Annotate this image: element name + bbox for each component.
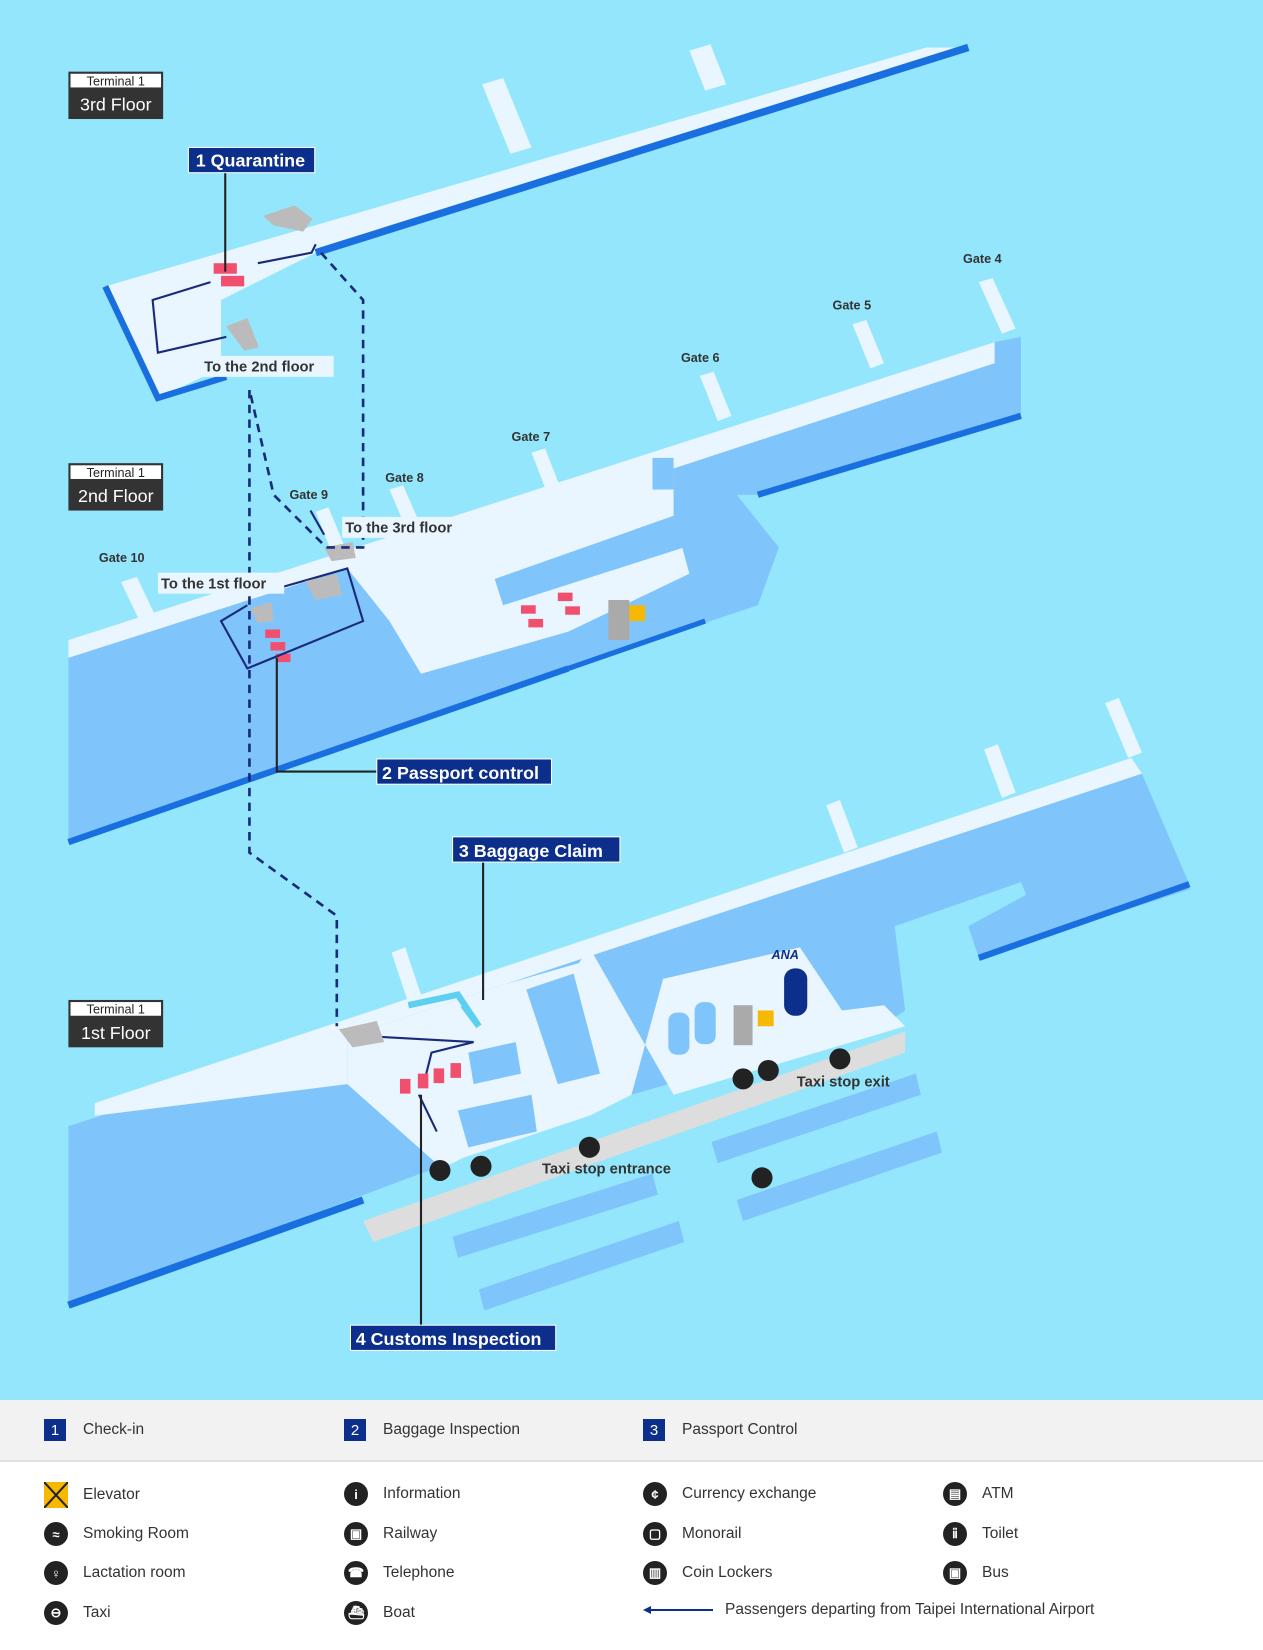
legend-label: Telephone	[383, 1564, 455, 1581]
callout-customs-inspection: 4 Customs Inspection	[349, 1324, 557, 1351]
legend-item: ≈ Smoking Room	[44, 1522, 189, 1546]
ana-logo: ANA	[770, 948, 798, 962]
legend-label: Currency exchange	[682, 1485, 817, 1502]
svg-text:Gate 10: Gate 10	[99, 551, 145, 565]
legend-steps: 1 Check-in 2 Baggage Inspection 3 Passport …	[0, 1400, 1263, 1462]
legend-label: Bus	[982, 1564, 1009, 1581]
svg-text:Gate 5: Gate 5	[833, 299, 872, 313]
svg-text:4 Customs Inspection: 4 Customs Inspection	[356, 1329, 542, 1349]
floor-label-3: Terminal 1 3rd Floor	[68, 71, 164, 120]
legend-item: ¢ Currency exchange	[643, 1482, 816, 1506]
step-number: 2	[344, 1419, 366, 1441]
svg-text:Terminal 1: Terminal 1	[87, 466, 145, 480]
svg-text:To the 1st floor: To the 1st floor	[161, 576, 266, 592]
taxi-icon: ⊖	[44, 1601, 68, 1625]
legend-item: ⅱ Toilet	[943, 1522, 1018, 1546]
terminal-map: ANA Terminal 1 3rd Floor Terminal 1 2nd …	[0, 0, 1263, 1400]
svg-text:1 Quarantine: 1 Quarantine	[196, 150, 305, 170]
legend-label: Baggage Inspection	[383, 1421, 521, 1438]
svg-text:Gate 8: Gate 8	[385, 471, 424, 485]
legend-label: Information	[383, 1485, 461, 1502]
legend-item: ♀ Lactation room	[44, 1561, 186, 1585]
map-canvas: ANA Terminal 1 3rd Floor Terminal 1 2nd …	[67, 43, 1191, 1351]
step-number: 1	[44, 1419, 66, 1441]
svg-text:Gate 7: Gate 7	[512, 430, 551, 444]
legend-item: ▣ Bus	[943, 1561, 1009, 1585]
legend-item: ☎ Telephone	[344, 1561, 455, 1585]
legend-label: Elevator	[83, 1486, 140, 1503]
svg-text:2 Passport control: 2 Passport control	[382, 763, 539, 783]
lactation-room-icon: ♀	[44, 1561, 68, 1585]
railway-icon: ▣	[344, 1522, 368, 1546]
coin-lockers-icon: ▥	[643, 1561, 667, 1585]
legend-item: ▢ Monorail	[643, 1522, 741, 1546]
legend-step-passport: 3 Passport Control	[643, 1419, 797, 1441]
telephone-icon: ☎	[344, 1561, 368, 1585]
legend-label: Passport Control	[682, 1421, 798, 1438]
step-number: 3	[643, 1419, 665, 1441]
legend-label: ATM	[982, 1485, 1014, 1502]
monorail-icon: ▢	[643, 1522, 667, 1546]
legend-item: Elevator	[43, 1481, 140, 1509]
svg-text:Gate 6: Gate 6	[681, 351, 720, 365]
floor-3-plan	[102, 43, 970, 402]
currency-exchange-icon: ¢	[643, 1482, 667, 1506]
svg-text:Gate 4: Gate 4	[963, 252, 1002, 266]
svg-text:To the 3rd floor: To the 3rd floor	[345, 521, 452, 537]
legend-step-baggage: 2 Baggage Inspection	[344, 1419, 520, 1441]
callout-baggage-claim: 3 Baggage Claim	[452, 836, 621, 863]
smoking-room-icon: ≈	[44, 1522, 68, 1546]
svg-text:3 Baggage Claim: 3 Baggage Claim	[459, 841, 603, 861]
atm-icon: ▤	[943, 1482, 967, 1506]
elevator-icon	[43, 1481, 69, 1509]
legend-label: Check-in	[83, 1421, 145, 1438]
svg-text:Gate 9: Gate 9	[289, 488, 328, 502]
boat-icon: ⛴	[344, 1601, 368, 1625]
floor-label-2: Terminal 1 2nd Floor	[68, 463, 164, 511]
legend-label: Boat	[383, 1604, 415, 1621]
legend-item: ⛴ Boat	[344, 1601, 415, 1625]
callout-quarantine: 1 Quarantine	[187, 146, 316, 174]
svg-text:Terminal 1: Terminal 1	[87, 1003, 145, 1017]
floor-1-plan: ANA	[67, 697, 1191, 1311]
legend-step-checkin: 1 Check-in	[44, 1419, 144, 1441]
legend-label: Monorail	[682, 1525, 742, 1542]
svg-text:Taxi stop entrance: Taxi stop entrance	[542, 1162, 671, 1178]
svg-text:Terminal 1: Terminal 1	[87, 74, 145, 88]
legend-label: Smoking Room	[83, 1525, 189, 1542]
legend-item: ▣ Railway	[344, 1522, 437, 1546]
svg-text:To the 2nd floor: To the 2nd floor	[204, 360, 314, 376]
legend-label: Taxi	[83, 1604, 111, 1621]
legend-item: ⊖ Taxi	[44, 1601, 111, 1625]
bus-icon: ▣	[943, 1561, 967, 1585]
route-arrow-icon	[643, 1606, 713, 1614]
toilet-icon: ⅱ	[943, 1522, 967, 1546]
legend-item: i Information	[344, 1482, 461, 1506]
direction-labels: To the 2nd floor To the 3rd floor To the…	[157, 355, 890, 1178]
legend-label: Lactation room	[83, 1564, 186, 1581]
legend-item: ▥ Coin Lockers	[643, 1561, 772, 1585]
legend-label: Passengers departing from Taipei Interna…	[725, 1601, 1095, 1618]
legend-icons: Elevator i Information ¢ Currency exchange ▤ A…	[0, 1462, 1263, 1650]
svg-text:3rd Floor: 3rd Floor	[80, 95, 152, 115]
svg-text:1st Floor: 1st Floor	[81, 1023, 151, 1043]
svg-text:Taxi stop exit: Taxi stop exit	[797, 1074, 890, 1090]
callout-passport-control: 2 Passport control	[376, 758, 553, 785]
legend-label: Toilet	[982, 1525, 1019, 1542]
floor-2-plan	[67, 277, 1022, 846]
information-icon: i	[344, 1482, 368, 1506]
legend-label: Coin Lockers	[682, 1564, 773, 1581]
svg-text:2nd Floor: 2nd Floor	[78, 486, 154, 506]
floor-label-1: Terminal 1 1st Floor	[68, 999, 164, 1048]
legend-item: ▤ ATM	[943, 1482, 1014, 1506]
route-line	[248, 251, 365, 1027]
legend-label: Railway	[383, 1525, 438, 1542]
legend-route: Passengers departing from Taipei Interna…	[643, 1601, 1094, 1619]
gate-labels: Gate 4 Gate 5 Gate 6 Gate 7 Gate 8 Gate …	[99, 252, 1002, 565]
